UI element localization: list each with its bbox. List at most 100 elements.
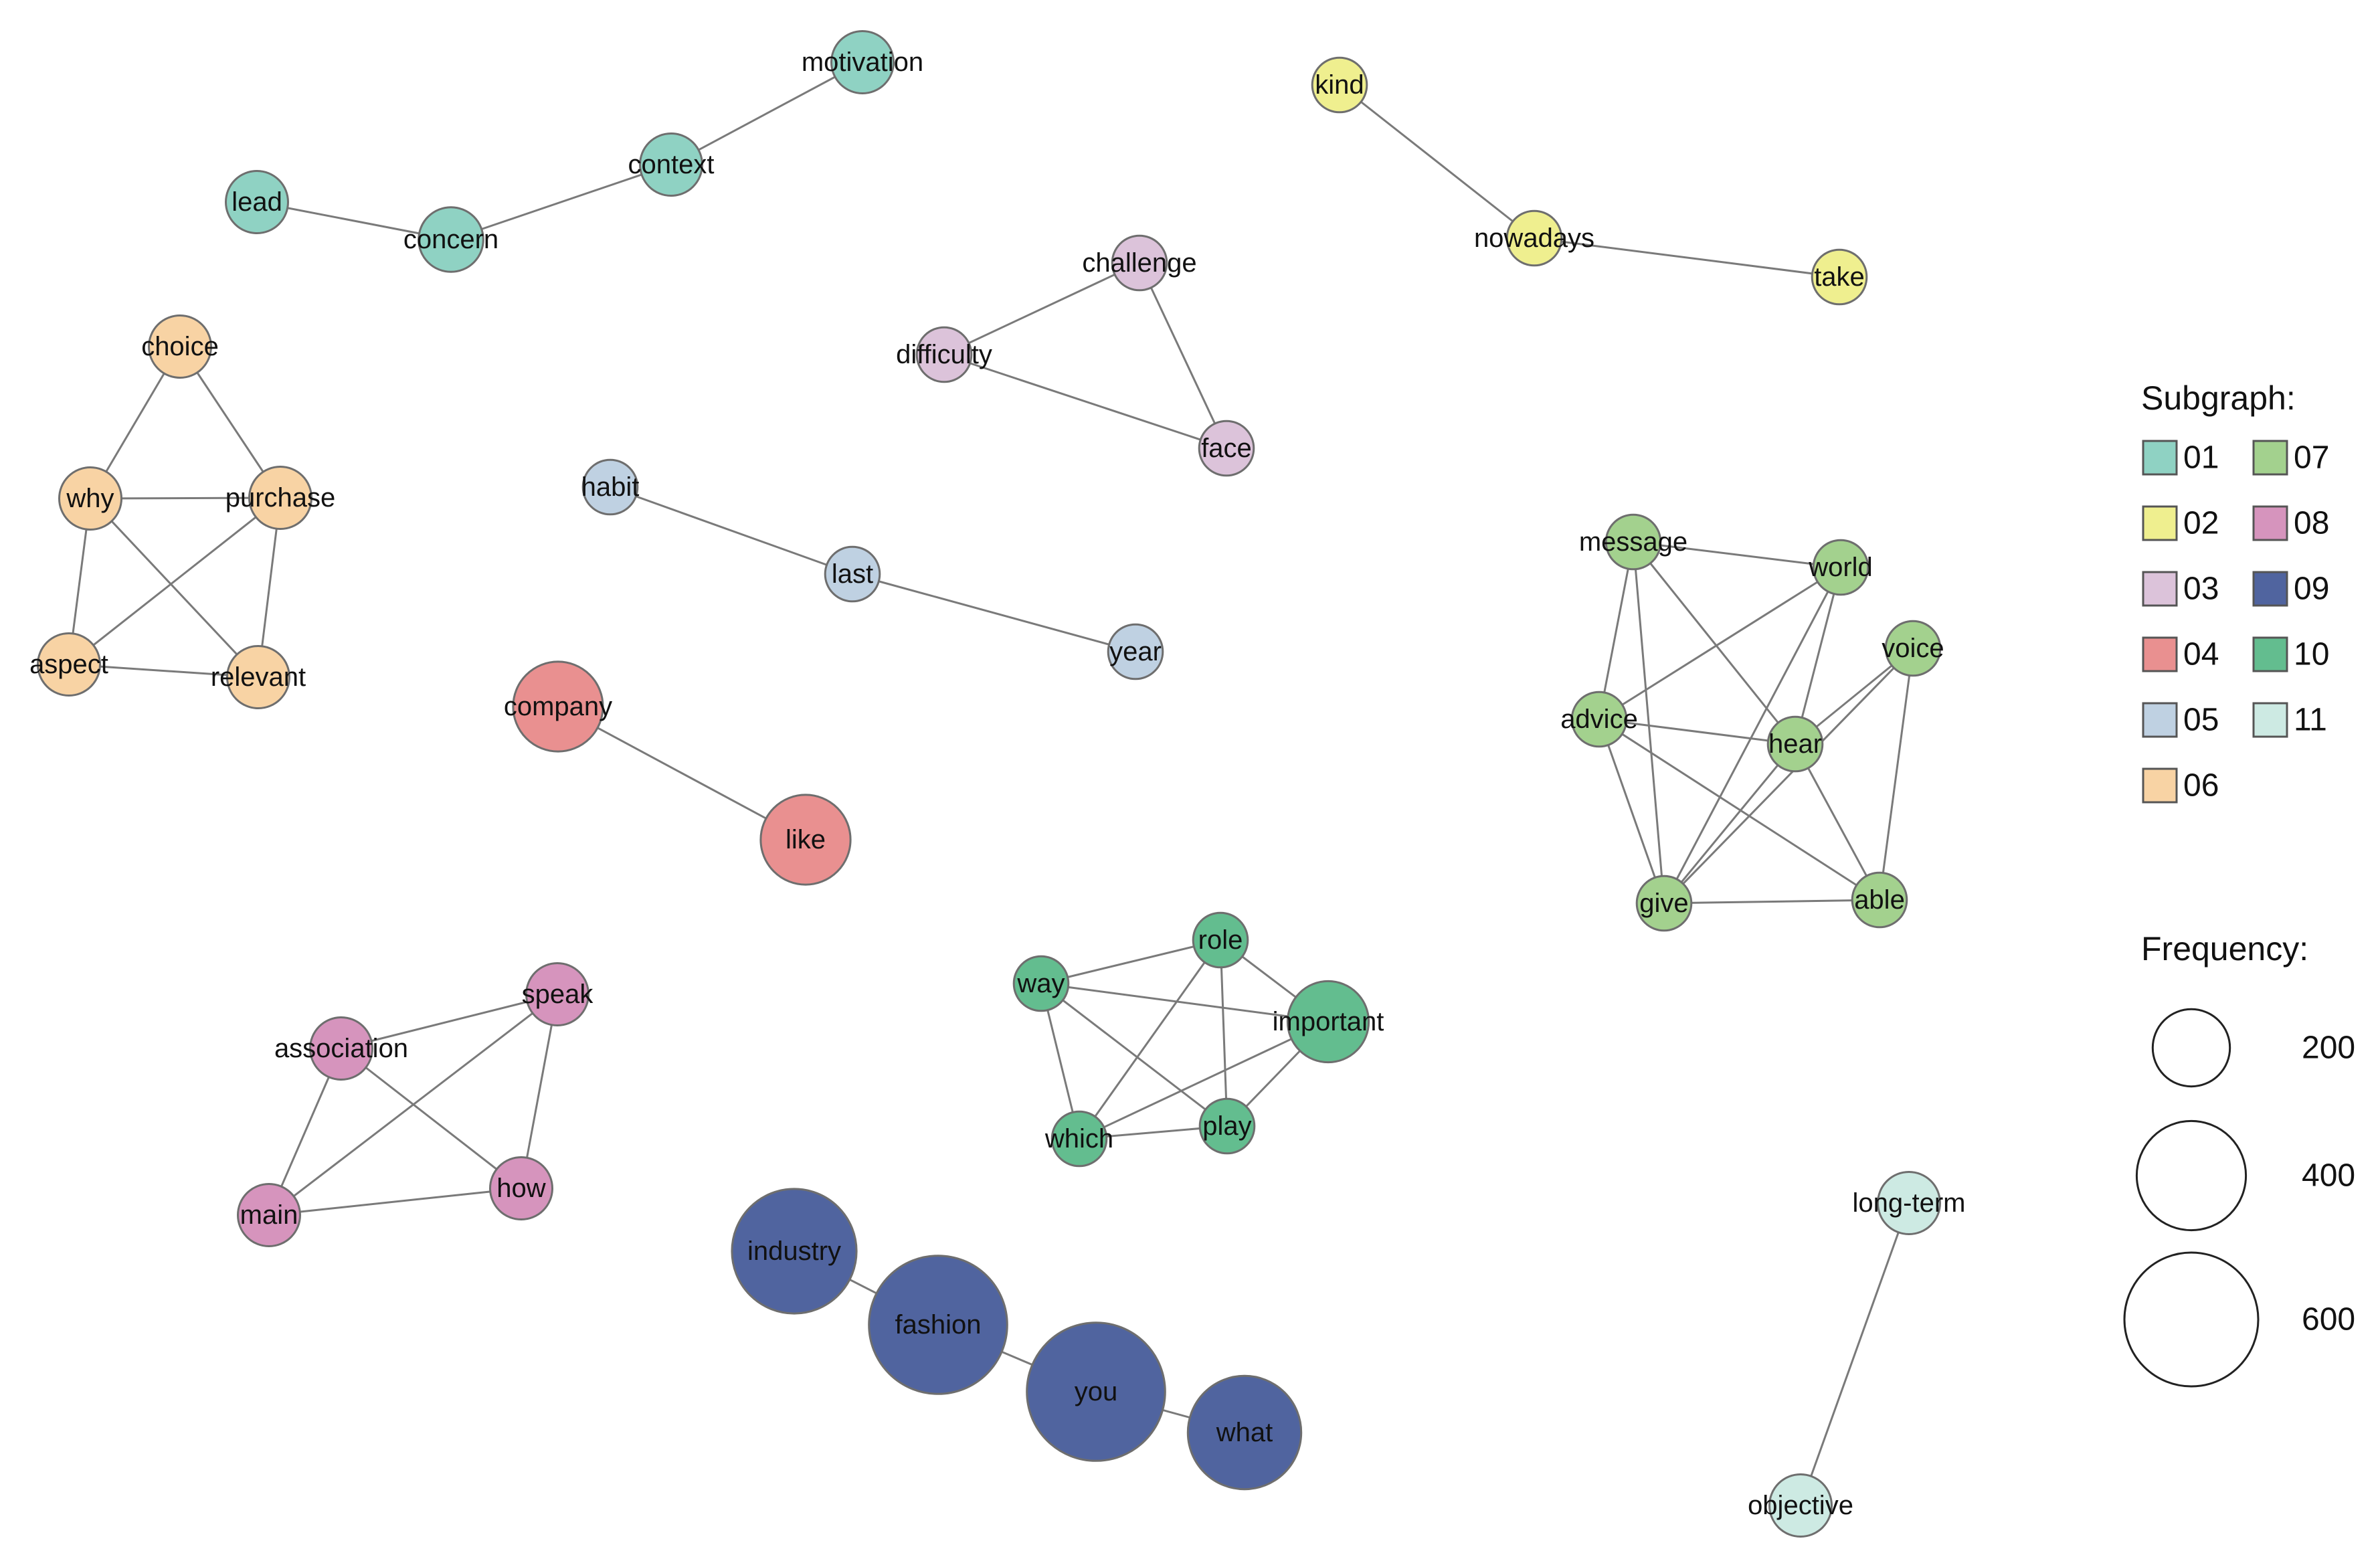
node-label-lead: lead bbox=[232, 187, 282, 217]
node-year[interactable]: year bbox=[1107, 623, 1164, 680]
node-circle-voice[interactable] bbox=[1884, 620, 1942, 677]
node-circle-face[interactable] bbox=[1198, 420, 1255, 477]
node-circle-last[interactable] bbox=[824, 545, 881, 603]
node-which[interactable]: which bbox=[1044, 1110, 1113, 1168]
legend-label-11: 11 bbox=[2294, 703, 2327, 738]
node-circle-how[interactable] bbox=[489, 1156, 553, 1220]
node-label-association: association bbox=[274, 1034, 408, 1063]
node-circle-why[interactable] bbox=[58, 466, 122, 531]
edge-give-able bbox=[1663, 899, 1880, 905]
node-motivation[interactable]: motivation bbox=[802, 30, 923, 94]
node-concern[interactable]: concern bbox=[403, 206, 498, 273]
node-circle-play[interactable] bbox=[1198, 1097, 1256, 1155]
node-circle-company[interactable] bbox=[512, 660, 604, 753]
node-face[interactable]: face bbox=[1198, 420, 1255, 477]
node-habit[interactable]: habit bbox=[581, 458, 640, 516]
node-objective[interactable]: objective bbox=[1748, 1473, 1853, 1538]
node-last[interactable]: last bbox=[824, 545, 881, 603]
node-circle-context[interactable] bbox=[639, 132, 703, 197]
node-purchase[interactable]: purchase bbox=[225, 466, 336, 530]
node-speak[interactable]: speak bbox=[522, 962, 594, 1026]
node-circle-able[interactable] bbox=[1851, 871, 1908, 929]
node-circle-what[interactable] bbox=[1186, 1374, 1303, 1491]
node-label-you: you bbox=[1075, 1377, 1118, 1406]
node-label-how: how bbox=[496, 1174, 545, 1203]
node-circle-aspect[interactable] bbox=[37, 632, 101, 697]
node-circle-main[interactable] bbox=[237, 1183, 301, 1247]
node-circle-concern[interactable] bbox=[418, 206, 484, 273]
node-why[interactable]: why bbox=[58, 466, 122, 531]
node-long-term[interactable]: long-term bbox=[1853, 1171, 1966, 1235]
node-role[interactable]: role bbox=[1192, 911, 1249, 969]
node-you[interactable]: you bbox=[1026, 1321, 1166, 1462]
node-circle-association[interactable] bbox=[309, 1016, 373, 1081]
node-circle-you[interactable] bbox=[1026, 1321, 1166, 1462]
node-circle-industry[interactable] bbox=[731, 1188, 858, 1315]
node-association[interactable]: association bbox=[274, 1016, 408, 1081]
node-circle-message[interactable] bbox=[1605, 513, 1662, 571]
node-circle-lead[interactable] bbox=[225, 170, 289, 234]
node-circle-difficulty[interactable] bbox=[915, 326, 973, 383]
node-company[interactable]: company bbox=[504, 660, 612, 753]
node-circle-challenge[interactable] bbox=[1111, 234, 1168, 292]
node-hear[interactable]: hear bbox=[1766, 715, 1824, 773]
node-play[interactable]: play bbox=[1198, 1097, 1256, 1155]
legend-frequency-label-200: 200 bbox=[2302, 1030, 2355, 1066]
node-circle-choice[interactable] bbox=[148, 314, 212, 379]
node-fashion[interactable]: fashion bbox=[868, 1255, 1008, 1395]
node-circle-long-term[interactable] bbox=[1877, 1171, 1941, 1235]
node-circle-year[interactable] bbox=[1107, 623, 1164, 680]
node-circle-role[interactable] bbox=[1192, 911, 1249, 969]
legend-swatch-03 bbox=[2142, 571, 2178, 607]
node-choice[interactable]: choice bbox=[141, 314, 219, 379]
node-relevant[interactable]: relevant bbox=[211, 645, 306, 709]
node-able[interactable]: able bbox=[1851, 871, 1908, 929]
node-circle-motivation[interactable] bbox=[830, 30, 895, 94]
node-circle-nowadays[interactable] bbox=[1505, 209, 1563, 267]
node-main[interactable]: main bbox=[237, 1183, 301, 1247]
node-circle-take[interactable] bbox=[1811, 248, 1868, 306]
node-context[interactable]: context bbox=[628, 132, 715, 197]
node-label-company: company bbox=[504, 692, 612, 721]
node-important[interactable]: important bbox=[1273, 980, 1384, 1064]
node-kind[interactable]: kind bbox=[1311, 56, 1368, 114]
node-what[interactable]: what bbox=[1186, 1374, 1303, 1491]
node-way[interactable]: way bbox=[1012, 955, 1070, 1012]
node-circle-way[interactable] bbox=[1012, 955, 1070, 1012]
node-like[interactable]: like bbox=[759, 794, 852, 886]
node-label-what: what bbox=[1216, 1418, 1273, 1447]
node-circle-fashion[interactable] bbox=[868, 1255, 1008, 1395]
node-circle-relevant[interactable] bbox=[226, 645, 290, 709]
node-world[interactable]: world bbox=[1808, 539, 1873, 596]
node-take[interactable]: take bbox=[1811, 248, 1868, 306]
node-difficulty[interactable]: difficulty bbox=[896, 326, 992, 383]
node-circle-give[interactable] bbox=[1635, 875, 1693, 932]
node-challenge[interactable]: challenge bbox=[1082, 234, 1197, 292]
node-circle-habit[interactable] bbox=[581, 458, 639, 516]
node-voice[interactable]: voice bbox=[1882, 620, 1944, 677]
edge-concern-context bbox=[450, 163, 672, 241]
node-circle-kind[interactable] bbox=[1311, 56, 1368, 114]
node-circle-which[interactable] bbox=[1050, 1110, 1108, 1168]
node-industry[interactable]: industry bbox=[731, 1188, 858, 1315]
node-give[interactable]: give bbox=[1635, 875, 1693, 932]
node-circle-advice[interactable] bbox=[1570, 691, 1628, 748]
node-advice[interactable]: advice bbox=[1560, 691, 1638, 748]
legend-swatch-01 bbox=[2142, 440, 2178, 476]
node-circle-world[interactable] bbox=[1812, 539, 1869, 596]
node-circle-important[interactable] bbox=[1286, 980, 1370, 1064]
node-circle-hear[interactable] bbox=[1766, 715, 1824, 773]
node-message[interactable]: message bbox=[1579, 513, 1687, 571]
node-label-why: why bbox=[66, 484, 114, 513]
node-how[interactable]: how bbox=[489, 1156, 553, 1220]
node-label-last: last bbox=[832, 559, 873, 589]
node-aspect[interactable]: aspect bbox=[29, 632, 108, 697]
node-nowadays[interactable]: nowadays bbox=[1474, 209, 1594, 267]
node-lead[interactable]: lead bbox=[225, 170, 289, 234]
node-circle-speak[interactable] bbox=[525, 962, 589, 1026]
node-circle-objective[interactable] bbox=[1768, 1473, 1833, 1538]
node-circle-like[interactable] bbox=[759, 794, 852, 886]
node-circle-purchase[interactable] bbox=[248, 466, 312, 530]
node-label-main: main bbox=[240, 1200, 298, 1230]
